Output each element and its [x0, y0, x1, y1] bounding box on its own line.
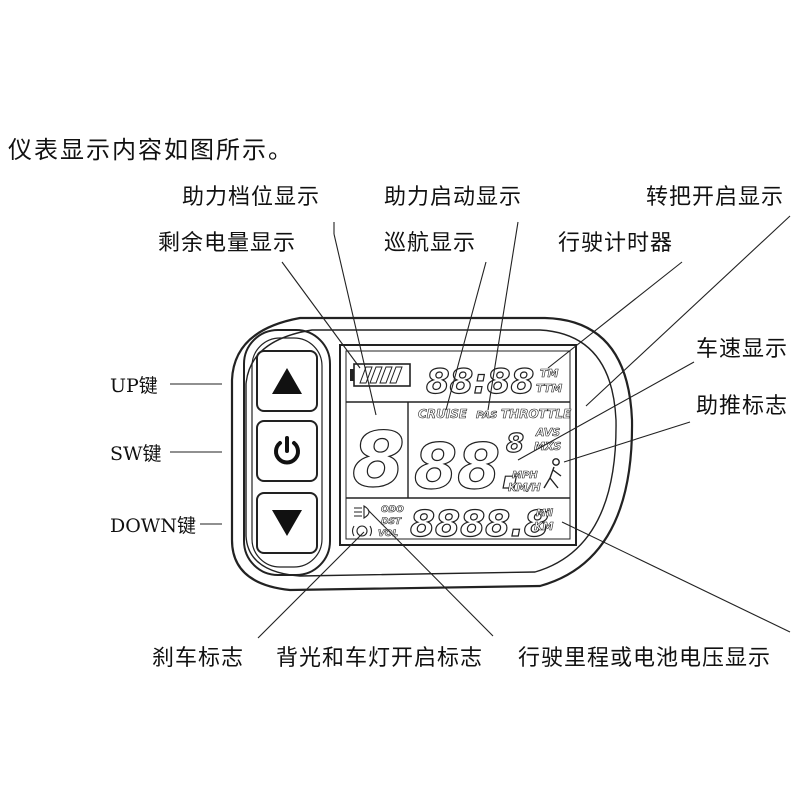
lcd-km: KM	[534, 520, 554, 533]
power-icon	[274, 436, 300, 465]
up-button[interactable]	[256, 350, 318, 412]
down-button[interactable]	[256, 492, 318, 554]
push-assist-icon	[543, 458, 562, 489]
lcd-avs: AVS	[535, 426, 560, 439]
device-outer-shell	[230, 316, 634, 592]
lcd-dst: DST	[381, 517, 402, 527]
label-odometer: 行驶里程或电池电压显示	[518, 646, 772, 671]
lcd-tm: TM	[540, 367, 559, 380]
label-speed: 车速显示	[696, 337, 789, 362]
up-triangle-icon	[272, 368, 302, 394]
battery-icon	[350, 363, 411, 387]
down-triangle-icon	[272, 510, 302, 536]
label-assist-start: 助力启动显示	[384, 185, 523, 210]
label-backlight: 背光和车灯开启标志	[276, 646, 484, 671]
lcd-pas: PAS	[476, 410, 497, 421]
lcd-mxs: MXS	[534, 440, 561, 453]
sw-power-button[interactable]	[256, 420, 318, 482]
label-cruise: 巡航显示	[384, 231, 477, 256]
lcd-cruise: CRUISE	[418, 407, 468, 421]
light-icon	[354, 505, 370, 519]
device-inner-shell	[245, 329, 617, 577]
label-throttle-on: 转把开启显示	[646, 185, 785, 210]
brake-icon	[351, 525, 373, 537]
lcd-mil: Mil	[536, 508, 553, 519]
lcd-speed-decimal: 8	[506, 429, 524, 459]
lcd-level: 8	[352, 415, 405, 504]
label-timer: 行驶计时器	[558, 231, 674, 256]
lcd-kmh: KM/H	[508, 481, 541, 494]
lcd-vol: VOL	[378, 529, 398, 539]
intro-text: 仪表显示内容如图所示。	[8, 136, 294, 164]
down-key-label: DOWN键	[110, 515, 196, 537]
lcd-screen-inner	[345, 350, 571, 540]
sw-key-label: SW键	[110, 443, 162, 465]
lcd-time: 88:88	[426, 362, 534, 402]
lcd-distance: 8888.8	[410, 504, 549, 545]
leader-lines	[170, 215, 791, 639]
lcd-throttle: THROTTLE	[501, 407, 572, 421]
lcd-mph: MPH	[512, 470, 538, 481]
button-panel	[243, 329, 331, 576]
label-assist-level: 助力档位显示	[182, 185, 321, 210]
lcd-ttm: TTM	[536, 382, 562, 395]
lcd-speed: 88.	[414, 430, 524, 503]
label-brake: 刹车标志	[152, 646, 245, 671]
up-key-label: UP键	[110, 375, 158, 397]
button-panel-inner	[251, 337, 323, 568]
lcd-odo: ODO	[381, 505, 404, 515]
label-battery: 剩余电量显示	[158, 231, 297, 256]
label-push-assist: 助推标志	[696, 394, 789, 419]
lcd-screen	[339, 344, 577, 546]
